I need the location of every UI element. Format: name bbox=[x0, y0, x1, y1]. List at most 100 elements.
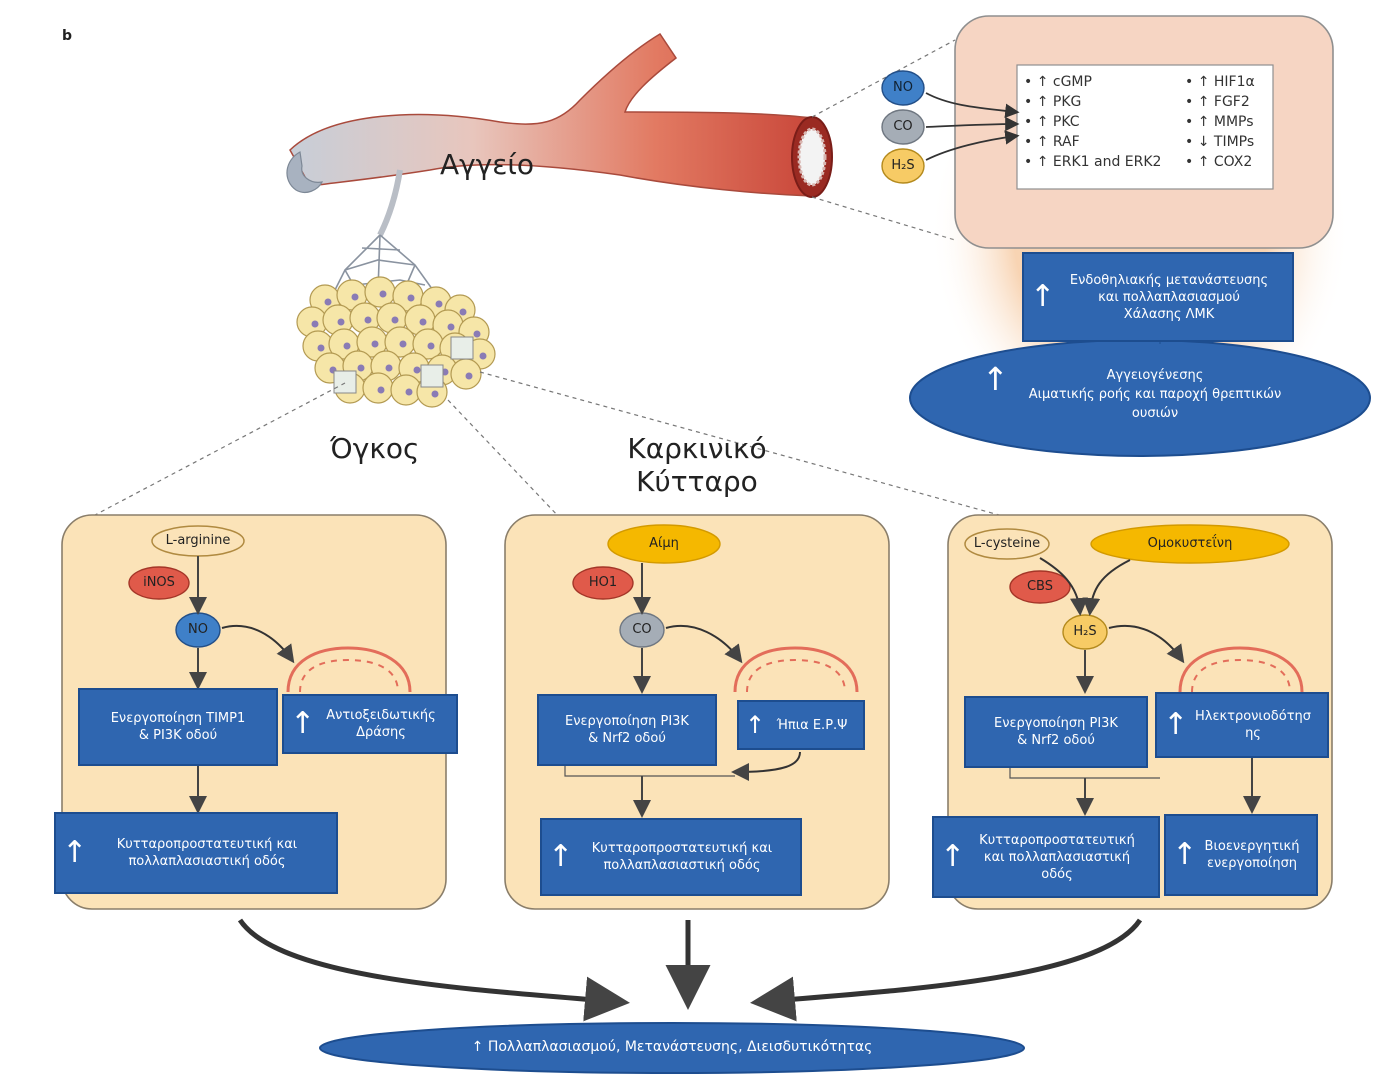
final-outcome-ellipse bbox=[319, 1022, 1025, 1074]
l-cysteine-label: L-cysteine bbox=[973, 536, 1041, 551]
tumor-cell-nucleus bbox=[377, 386, 385, 394]
mild-ros-text: Ήπια Ε.Ρ.Ψ bbox=[776, 717, 848, 733]
l-arginine-label: L-arginine bbox=[165, 533, 231, 548]
signal-item: • ↑ MMPs bbox=[1185, 114, 1254, 130]
tumor-cell-nucleus bbox=[435, 300, 443, 308]
cancer-cell-label-line1: Καρκινικό bbox=[627, 432, 767, 465]
tumor-cell-nucleus bbox=[385, 364, 393, 372]
tumor-cell-nucleus bbox=[479, 352, 487, 360]
converging-arrows bbox=[237, 918, 1143, 1022]
no-gas-bubble bbox=[881, 70, 925, 106]
tumor-cell-nucleus bbox=[371, 340, 379, 348]
co-outcome-box: ↑ Κυτταροπροστατευτική και πολλαπλασιαστ… bbox=[540, 818, 802, 896]
tumor-cell-nucleus bbox=[465, 372, 473, 380]
blood-vessel-illustration bbox=[286, 32, 833, 237]
gas-signaling-panel bbox=[881, 8, 1371, 458]
tumor-cell-nucleus bbox=[419, 318, 427, 326]
tumor-cell-nucleus bbox=[413, 366, 421, 374]
tumor-cell-nucleus bbox=[311, 320, 319, 328]
inos-enzyme bbox=[128, 566, 190, 600]
h2s-outcome-text: Κυτταροπροστατευτική και πολλαπλασιαστικ… bbox=[979, 832, 1135, 882]
electron-donation-box: ↑ Ηλεκτρονιοδότησ ης bbox=[1155, 692, 1329, 758]
ho1-enzyme bbox=[572, 566, 634, 600]
up-arrow-icon: ↑ bbox=[290, 706, 316, 741]
up-arrow-icon: ↑ bbox=[940, 839, 966, 874]
angiogenesis-text: Αγγειογένεσης Αιματικής ροής και παροχή … bbox=[1028, 368, 1282, 421]
signal-item: • ↑ PKG bbox=[1024, 94, 1082, 110]
tumor-cell-nucleus bbox=[447, 323, 455, 331]
h2s-activation-box: Ενεργοποίηση PI3K & Nrf2 οδού bbox=[964, 696, 1148, 768]
signal-item: • ↑ PKC bbox=[1024, 114, 1080, 130]
tumor-cell-nucleus bbox=[431, 390, 439, 398]
up-arrow-icon: ↑ bbox=[1030, 279, 1056, 314]
tumor-cell-cluster bbox=[296, 276, 496, 408]
tumor-cell-nucleus bbox=[317, 344, 325, 352]
co-activation-box: Ενεργοποίηση PI3K & Nrf2 οδού bbox=[537, 694, 717, 766]
highlighted-cell bbox=[333, 370, 357, 394]
no-outcome-text: Κυτταροπροστατευτική και πολλαπλασιαστικ… bbox=[116, 837, 298, 869]
homocysteine-label: Ομοκυστεΐνη bbox=[1147, 536, 1233, 551]
electron-donation-text: Ηλεκτρονιοδότησ ης bbox=[1194, 709, 1312, 741]
gas-h2s-label: H₂S bbox=[891, 158, 915, 173]
highlighted-cell bbox=[420, 364, 444, 388]
cancer-cell-label: Καρκινικό Κύτταρο bbox=[624, 432, 770, 498]
final-outcome-text: ↑ Πολλαπλασιασμού, Μετανάστευσης, Διεισδ… bbox=[471, 1039, 873, 1055]
tumor-cell-nucleus bbox=[343, 342, 351, 350]
endothelial-text: Ενδοθηλιακής μετανάστευσης και πολλαπλασ… bbox=[1069, 272, 1269, 322]
signal-item: • ↑ FGF2 bbox=[1185, 94, 1250, 110]
tumor-cell-nucleus bbox=[407, 294, 415, 302]
signal-item: • ↓ TIMPs bbox=[1185, 134, 1255, 150]
tumor-cell-nucleus bbox=[351, 293, 359, 301]
co-gas-bubble bbox=[881, 109, 925, 145]
highlighted-cell bbox=[450, 336, 474, 360]
no-activation-box: Ενεργοποίηση TIMP1 & PI3K οδού bbox=[78, 688, 278, 766]
tumor-label: Όγκος bbox=[330, 432, 420, 465]
up-arrow-icon: ↑ bbox=[982, 360, 1009, 398]
h2s-gas-bubble bbox=[881, 148, 925, 184]
no-outcome-box: ↑ Κυτταροπροστατευτική και πολλαπλασιαστ… bbox=[54, 812, 338, 894]
tumor-cell-nucleus bbox=[459, 308, 467, 316]
heme-pill bbox=[607, 524, 721, 564]
mild-ros-box: ↑ Ήπια Ε.Ρ.Ψ bbox=[737, 700, 865, 750]
tumor-cell bbox=[450, 358, 482, 390]
h2s-label: H₂S bbox=[1073, 624, 1097, 639]
up-arrow-icon: ↑ bbox=[745, 711, 766, 739]
no-label: NO bbox=[188, 622, 208, 637]
l-cysteine-pill bbox=[964, 528, 1050, 560]
co-outcome-text: Κυτταροπροστατευτική και πολλαπλασιαστικ… bbox=[591, 841, 773, 873]
gas-no-label: NO bbox=[893, 80, 913, 95]
tumor-cell-nucleus bbox=[337, 318, 345, 326]
panel-letter: b bbox=[62, 28, 73, 44]
vessel-label: Αγγείο bbox=[440, 148, 535, 181]
tumor-cell-nucleus bbox=[399, 340, 407, 348]
bioenergetic-text: Βιοενεργητική ενεργοποίηση bbox=[1204, 839, 1300, 871]
cbs-enzyme bbox=[1009, 570, 1071, 604]
dashed-connectors bbox=[94, 39, 1011, 519]
inos-label: iNOS bbox=[143, 575, 175, 590]
endothelial-migration-box: ↑ Ενδοθηλιακής μετανάστευσης και πολλαπλ… bbox=[1022, 252, 1294, 342]
signal-item: • ↑ COX2 bbox=[1185, 154, 1253, 170]
tumor-cell-nucleus bbox=[379, 290, 387, 298]
signal-item: • ↑ cGMP bbox=[1024, 74, 1092, 90]
tumor-cell-nucleus bbox=[357, 364, 365, 372]
tumor-cell-nucleus bbox=[364, 316, 372, 324]
tumor-cell-nucleus bbox=[405, 388, 413, 396]
ho1-label: HO1 bbox=[588, 575, 618, 590]
up-arrow-icon: ↑ bbox=[62, 835, 88, 870]
homocysteine-pill bbox=[1090, 524, 1290, 564]
tumor-cell-nucleus bbox=[324, 298, 332, 306]
antioxidant-text: Αντιοξειδωτικής Δράσης bbox=[326, 708, 436, 740]
up-arrow-icon: ↑ bbox=[1172, 837, 1198, 872]
tumor-cell-nucleus bbox=[473, 330, 481, 338]
signaling-list-left: • ↑ cGMP • ↑ PKG • ↑ PKC • ↑ RAF • ↑ ERK… bbox=[1024, 72, 1161, 172]
up-arrow-icon: ↑ bbox=[548, 839, 574, 874]
signal-item: • ↑ ERK1 and ERK2 bbox=[1024, 154, 1162, 170]
signal-item: • ↑ RAF bbox=[1024, 134, 1080, 150]
co-label: CO bbox=[632, 622, 652, 637]
cbs-label: CBS bbox=[1026, 579, 1054, 594]
up-arrow-icon: ↑ bbox=[1163, 707, 1189, 742]
tumor-cell-nucleus bbox=[427, 342, 435, 350]
tumor-cell-nucleus bbox=[391, 316, 399, 324]
tumor-cell bbox=[362, 372, 394, 404]
